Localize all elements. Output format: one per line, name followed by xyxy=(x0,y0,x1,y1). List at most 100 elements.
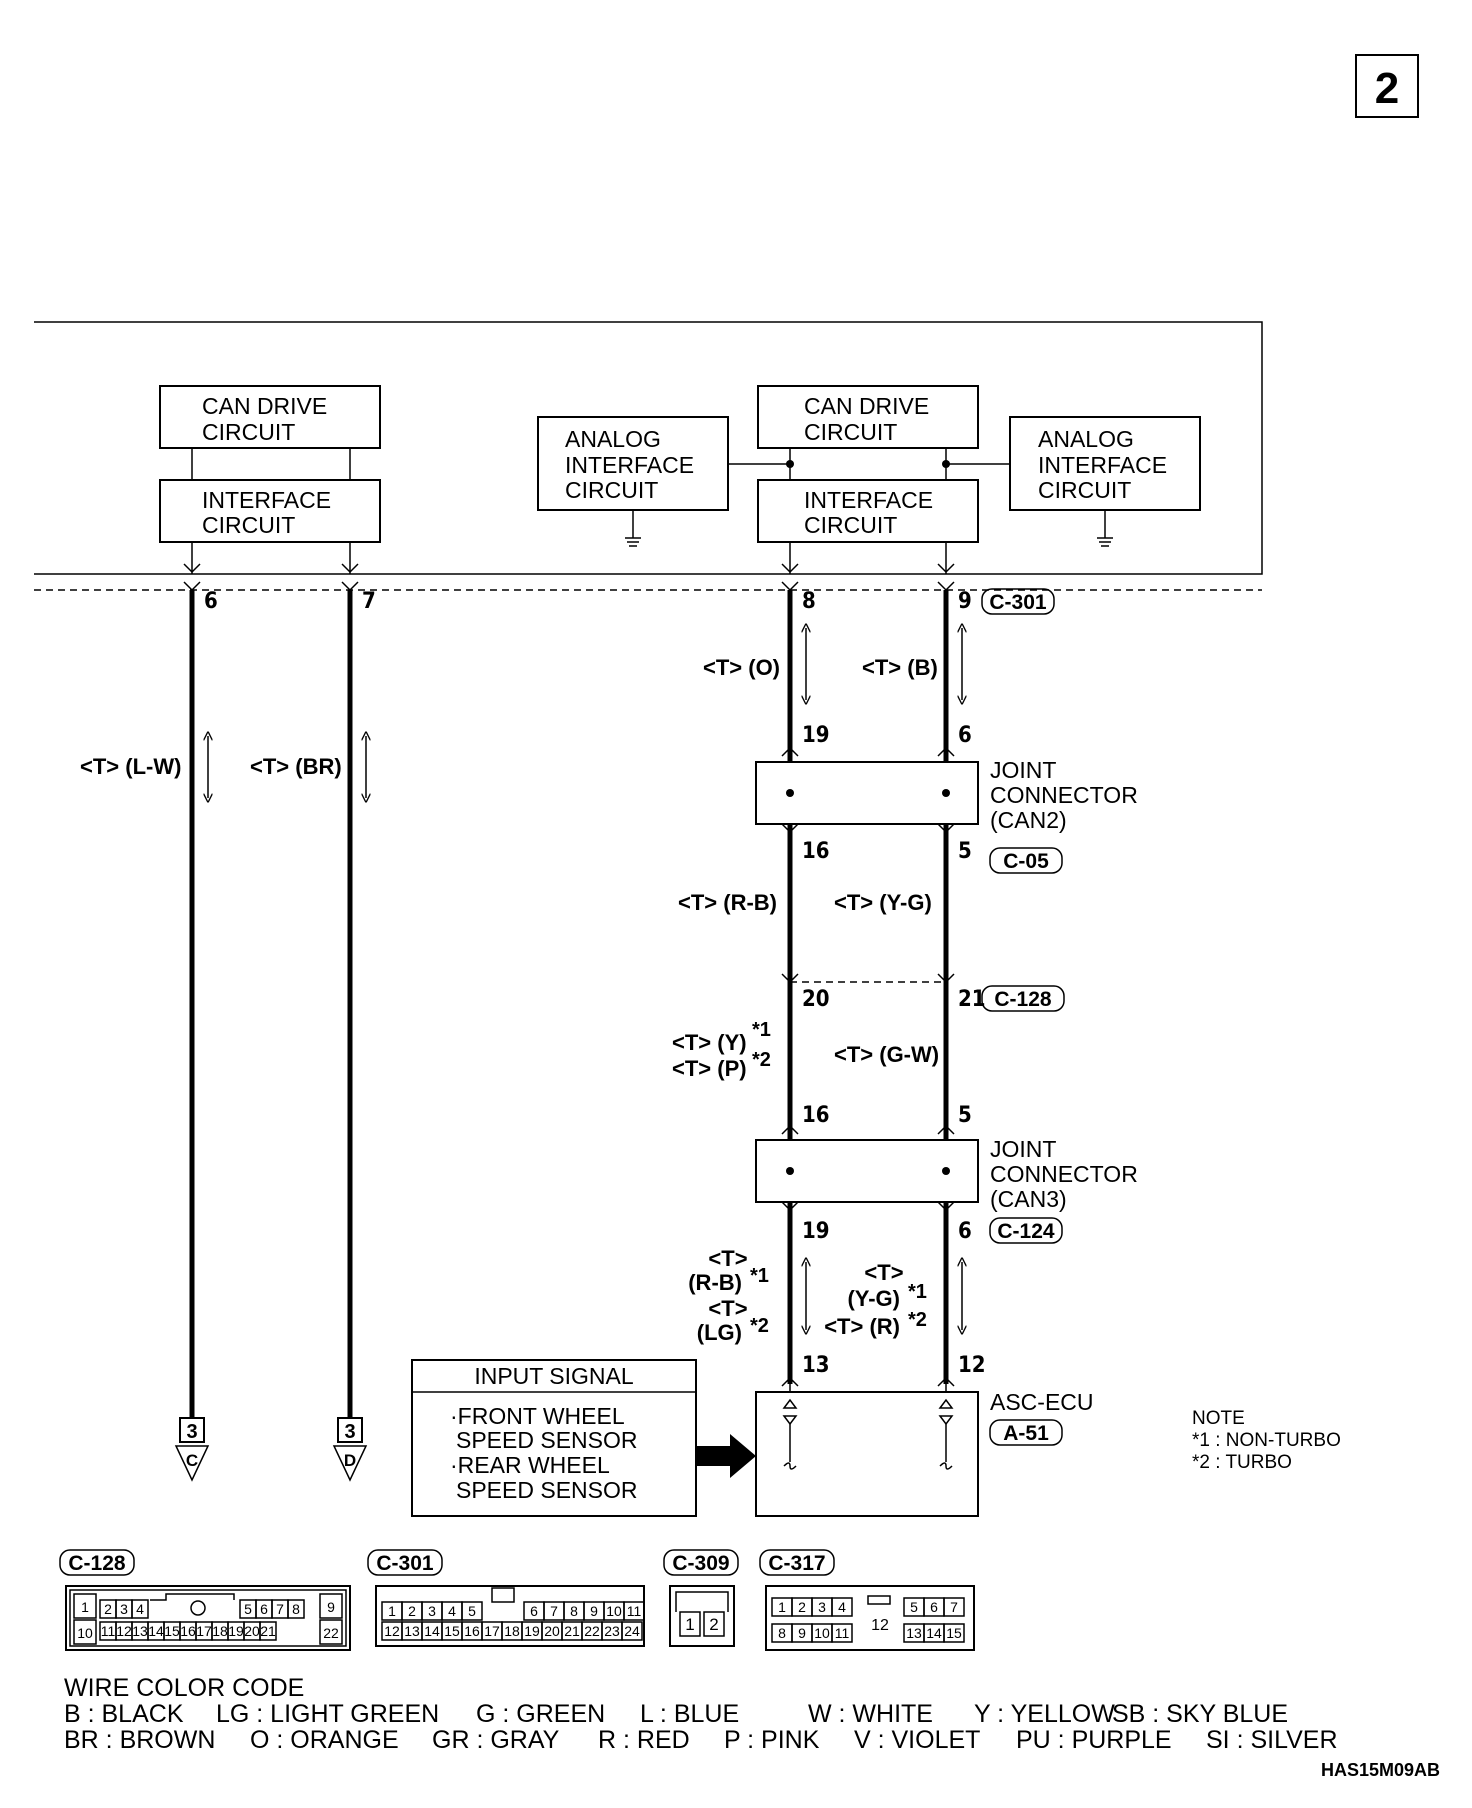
svg-text:CONNECTOR: CONNECTOR xyxy=(990,1161,1138,1187)
wire-color-code-entry: W : WHITE xyxy=(808,1700,933,1728)
svg-text:8: 8 xyxy=(292,1601,300,1617)
note: NOTE *1 : NON-TURBO *2 : TURBO xyxy=(1192,1408,1341,1473)
svg-text:18: 18 xyxy=(212,1623,228,1639)
connector-label-c124: C-124 xyxy=(989,1217,1063,1244)
c301-pin-cell xyxy=(461,1601,483,1621)
joint-connector-can2: JOINT CONNECTOR (CAN2) xyxy=(755,757,1138,833)
wire-color-w1: <T> (L-W) xyxy=(80,754,181,779)
continuation-right: 3 D xyxy=(332,1417,368,1482)
svg-text:ANALOG: ANALOG xyxy=(565,426,661,452)
svg-text:19: 19 xyxy=(802,1219,830,1244)
interface-circuit-left: INTERFACE CIRCUIT xyxy=(159,479,381,543)
svg-text:WIRE COLOR CODE: WIRE COLOR CODE xyxy=(64,1674,304,1702)
svg-text:12: 12 xyxy=(116,1623,132,1639)
wire-color-code-entry: SI : SILVER xyxy=(1206,1726,1338,1754)
svg-text:C-124: C-124 xyxy=(997,1220,1055,1243)
svg-text:13: 13 xyxy=(132,1623,148,1639)
wire-color-w3-c2: <T> (P) xyxy=(672,1056,747,1081)
c317-pin-label: 1 xyxy=(778,1599,786,1615)
svg-text:CIRCUIT: CIRCUIT xyxy=(1038,477,1131,503)
c301-pin-label: 5 xyxy=(468,1603,476,1619)
svg-text:12: 12 xyxy=(958,1353,986,1378)
connector-label-c301: C-301 xyxy=(981,588,1055,615)
svg-text:<T> (R): <T> (R) xyxy=(824,1314,900,1339)
svg-text:*2: *2 xyxy=(752,1049,771,1071)
c301-pin-label: 13 xyxy=(404,1623,420,1639)
wire-color-code-entry: G : GREEN xyxy=(476,1700,605,1728)
svg-text:17: 17 xyxy=(196,1623,212,1639)
svg-text:CAN DRIVE: CAN DRIVE xyxy=(804,393,929,419)
c317-pin-label: 14 xyxy=(926,1625,942,1641)
svg-text:JOINT: JOINT xyxy=(990,757,1056,783)
joint-connector-can3: JOINT CONNECTOR (CAN3) xyxy=(755,1136,1138,1212)
c317-pin-label: 13 xyxy=(906,1625,922,1641)
svg-text:NOTE: NOTE xyxy=(1192,1408,1245,1429)
svg-text:*1 : NON-TURBO: *1 : NON-TURBO xyxy=(1192,1430,1341,1451)
svg-text:CIRCUIT: CIRCUIT xyxy=(202,512,295,538)
connector-label-c05: C-05 xyxy=(989,847,1063,874)
asc-ecu: ASC-ECU xyxy=(755,1389,1094,1517)
c301-pin-label: 16 xyxy=(464,1623,480,1639)
ground-symbol-mid xyxy=(625,510,641,547)
svg-text:ANALOG: ANALOG xyxy=(1038,426,1134,452)
svg-text:1: 1 xyxy=(685,1615,694,1634)
svg-text:6: 6 xyxy=(204,589,218,614)
svg-text:2: 2 xyxy=(1375,64,1399,113)
svg-text:12: 12 xyxy=(871,1617,889,1634)
svg-text:(LG): (LG) xyxy=(697,1320,742,1345)
c317-pin-label: 9 xyxy=(798,1625,806,1641)
svg-text:16: 16 xyxy=(802,839,830,864)
svg-text:15: 15 xyxy=(164,1623,180,1639)
svg-text:3: 3 xyxy=(120,1601,128,1617)
svg-text:<T>: <T> xyxy=(864,1260,903,1285)
c317-pin-label: 4 xyxy=(838,1599,846,1615)
svg-text:6: 6 xyxy=(958,723,972,748)
svg-text:<T>: <T> xyxy=(708,1246,747,1271)
svg-text:SPEED SENSOR: SPEED SENSOR xyxy=(456,1477,638,1503)
wire-color-w3-b: <T> (R-B) xyxy=(678,890,777,915)
c301-pin-label: 11 xyxy=(627,1603,642,1619)
c301-chevrons xyxy=(183,563,955,592)
page-marker: 2 xyxy=(1355,54,1419,118)
wire-color-w3-c1: <T> (Y) xyxy=(672,1030,747,1055)
svg-text:INPUT SIGNAL: INPUT SIGNAL xyxy=(474,1363,634,1389)
svg-text:INTERFACE: INTERFACE xyxy=(565,452,694,478)
svg-text:(R-B): (R-B) xyxy=(688,1270,742,1295)
svg-text:5: 5 xyxy=(244,1601,252,1617)
can-drive-circuit-left: CAN DRIVE CIRCUIT xyxy=(159,385,381,449)
svg-text:*2: *2 xyxy=(750,1315,769,1337)
wire-color-code-entry: Y : YELLOW xyxy=(974,1700,1115,1728)
svg-text:13: 13 xyxy=(802,1353,830,1378)
c301-pin-label: 9 xyxy=(590,1603,598,1619)
svg-text:3: 3 xyxy=(186,1421,197,1443)
c301-pin-label: 3 xyxy=(428,1603,436,1619)
svg-text:<T>: <T> xyxy=(708,1296,747,1321)
c301-pin-label: 10 xyxy=(606,1603,622,1619)
svg-text:9: 9 xyxy=(958,589,972,614)
svg-text:C-301: C-301 xyxy=(376,1552,434,1575)
svg-text:6: 6 xyxy=(260,1601,268,1617)
ecu-enclosure xyxy=(34,321,1263,591)
svg-text:INTERFACE: INTERFACE xyxy=(1038,452,1167,478)
svg-text:CONNECTOR: CONNECTOR xyxy=(990,782,1138,808)
wire-color-code-entry: V : VIOLET xyxy=(854,1726,980,1754)
analog-interface-circuit-right: ANALOG INTERFACE CIRCUIT xyxy=(1009,416,1201,511)
c301-pin-label: 1 xyxy=(388,1603,396,1619)
svg-text:SPEED SENSOR: SPEED SENSOR xyxy=(456,1427,638,1453)
svg-text:6: 6 xyxy=(958,1219,972,1244)
c317-pin-label: 10 xyxy=(814,1625,830,1641)
wire-color-code-entry: LG : LIGHT GREEN xyxy=(216,1700,439,1728)
wire-color-code-entry: BR : BROWN xyxy=(64,1726,215,1754)
svg-text:22: 22 xyxy=(323,1625,339,1641)
c301-pin-label: 21 xyxy=(564,1623,580,1639)
svg-text:*2: *2 xyxy=(908,1309,927,1331)
svg-text:4: 4 xyxy=(136,1601,144,1617)
c301-pin-cell xyxy=(621,1621,643,1641)
svg-text:16: 16 xyxy=(180,1623,196,1639)
svg-text:C-317: C-317 xyxy=(768,1552,825,1575)
svg-text:21: 21 xyxy=(958,987,986,1012)
svg-text:C: C xyxy=(186,1451,198,1470)
svg-text:INTERFACE: INTERFACE xyxy=(804,487,933,513)
